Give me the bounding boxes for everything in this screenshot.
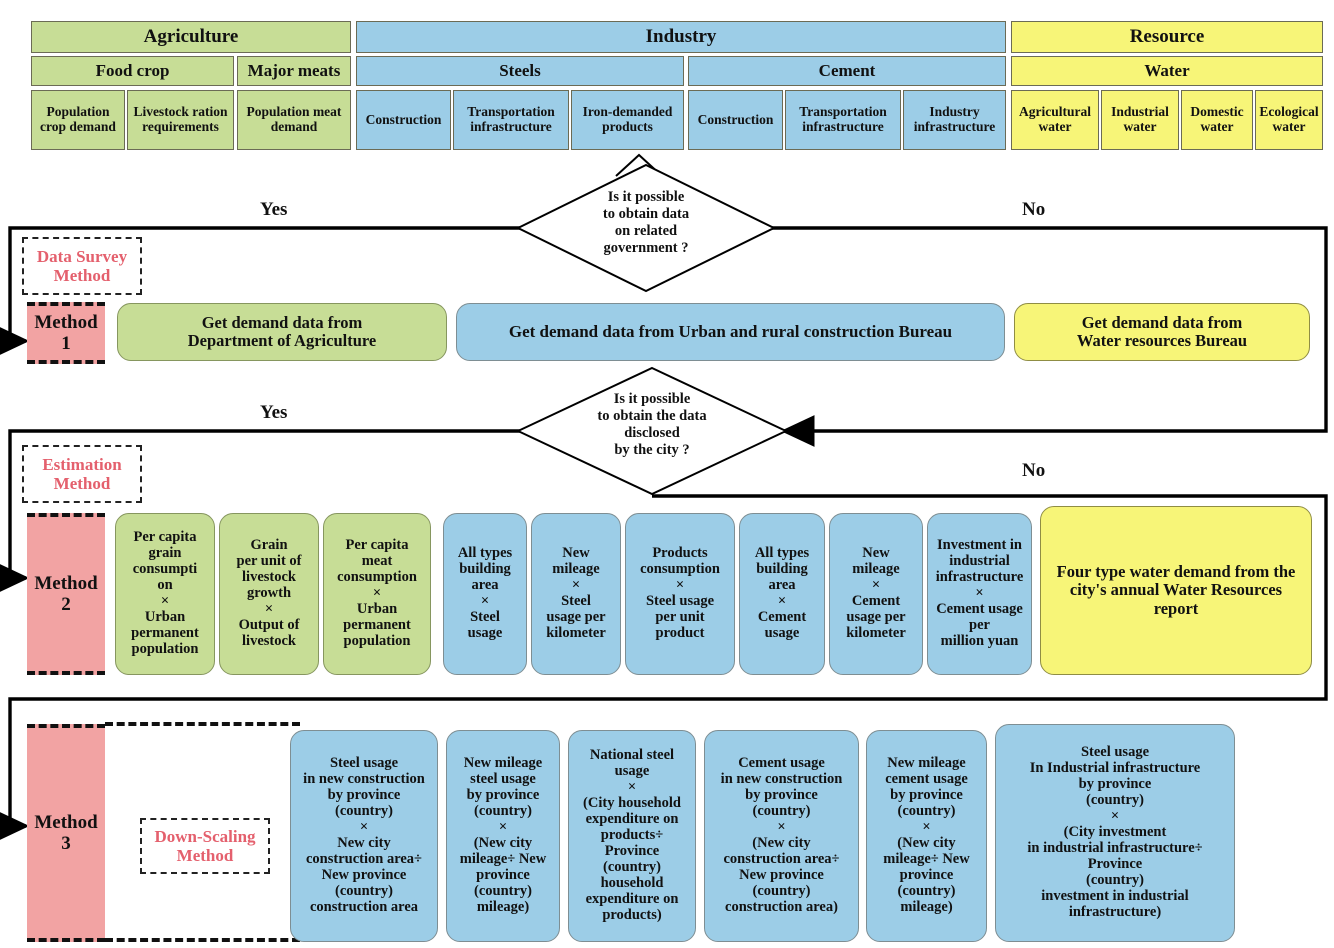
estimation-method-tag: Estimation Method [22, 445, 142, 503]
taxonomy-l1-industry: Industry [356, 21, 1006, 53]
decision-government-data[interactable]: Is it possible to obtain data on related… [516, 163, 776, 293]
method2-box-per-capita-grain: Per capita grain consumpti on × Urban pe… [115, 513, 215, 675]
method3-dashed-bracket [105, 722, 300, 942]
method2-box-steel-building-area: All types building area × Steel usage [443, 513, 527, 675]
taxonomy-l3-iron-demanded-products: Iron-demanded products [571, 90, 684, 150]
method2-box-cement-industrial-investment: Investment in industrial infrastructure … [927, 513, 1032, 675]
method3-box-steel-new-mileage: New mileage steel usage by province (cou… [446, 730, 560, 942]
taxonomy-l3-industry-infrastructure: Industry infrastructure [903, 90, 1006, 150]
taxonomy-l2-major-meats: Major meats [237, 56, 351, 86]
taxonomy-l1-agriculture: Agriculture [31, 21, 351, 53]
method2-box-steel-products-consumption: Products consumption × Steel usage per u… [625, 513, 735, 675]
taxonomy-l3-population-crop-demand: Population crop demand [31, 90, 125, 150]
taxonomy-l3-domestic-water: Domestic water [1181, 90, 1253, 150]
method-2-block: Method 2 [27, 513, 105, 675]
taxonomy-l3-steels-construction: Construction [356, 90, 451, 150]
method3-box-cement-new-mileage: New mileage cement usage by province (co… [866, 730, 987, 942]
decision1-yes-label: Yes [260, 199, 288, 220]
method1-industry-box: Get demand data from Urban and rural con… [456, 303, 1005, 361]
down-scaling-method-tag: Down-Scaling Method [140, 818, 270, 874]
method2-box-grain-per-livestock: Grain per unit of livestock growth × Out… [219, 513, 319, 675]
method3-box-cement-new-construction: Cement usage in new construction by prov… [704, 730, 859, 942]
decision2-yes-label: Yes [260, 402, 288, 423]
taxonomy-l2-cement: Cement [688, 56, 1006, 86]
method-3-block: Method 3 [27, 724, 105, 942]
taxonomy-l3-steels-transportation-infrastructure: Transportation infrastructure [453, 90, 569, 150]
taxonomy-l2-water: Water [1011, 56, 1323, 86]
decision1-no-label: No [1022, 199, 1046, 220]
method3-box-national-steel-usage: National steel usage × (City household e… [568, 730, 696, 942]
method1-agriculture-box: Get demand data from Department of Agric… [117, 303, 447, 361]
method-1-block: Method 1 [27, 302, 105, 364]
taxonomy-l3-cement-transportation-infrastructure: Transportation infrastructure [785, 90, 901, 150]
taxonomy-l1-resource: Resource [1011, 21, 1323, 53]
taxonomy-l2-steels: Steels [356, 56, 684, 86]
method2-box-cement-building-area: All types building area × Cement usage [739, 513, 825, 675]
taxonomy-l3-livestock-ration-requirements: Livestock ration requirements [127, 90, 234, 150]
method1-resource-box: Get demand data from Water resources Bur… [1014, 303, 1310, 361]
decision-city-disclosed-data[interactable]: Is it possible to obtain the data disclo… [516, 366, 788, 496]
method2-box-water-report: Four type water demand from the city's a… [1040, 506, 1312, 675]
method3-box-steel-industrial-infrastructure: Steel usage In Industrial infrastructure… [995, 724, 1235, 942]
taxonomy-l3-cement-construction: Construction [688, 90, 783, 150]
taxonomy-l3-population-meat-demand: Population meat demand [237, 90, 351, 150]
taxonomy-l3-industrial-water: Industrial water [1101, 90, 1179, 150]
data-survey-method-tag: Data Survey Method [22, 237, 142, 295]
method2-box-per-capita-meat: Per capita meat consumption × Urban perm… [323, 513, 431, 675]
taxonomy-l2-food-crop: Food crop [31, 56, 234, 86]
taxonomy-l3-agricultural-water: Agricultural water [1011, 90, 1099, 150]
method2-box-steel-new-mileage: New mileage × Steel usage per kilometer [531, 513, 621, 675]
method2-box-cement-new-mileage: New mileage × Cement usage per kilometer [829, 513, 923, 675]
decision2-no-label: No [1022, 460, 1046, 481]
taxonomy-l3-ecological-water: Ecological water [1255, 90, 1323, 150]
method3-box-steel-new-construction: Steel usage in new construction by provi… [290, 730, 438, 942]
